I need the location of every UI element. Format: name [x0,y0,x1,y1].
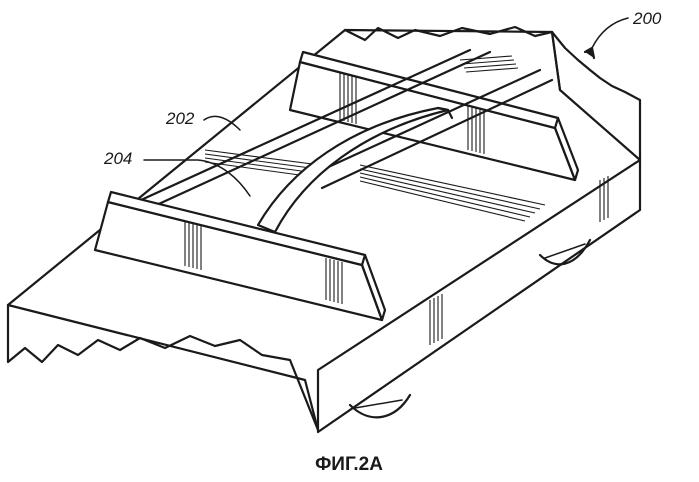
label-200: 200 [585,9,662,58]
label-200-text: 200 [632,9,662,28]
figure-caption: ФИГ.2А [315,454,383,475]
label-202-text: 202 [165,109,195,128]
label-204-text: 204 [103,149,132,168]
